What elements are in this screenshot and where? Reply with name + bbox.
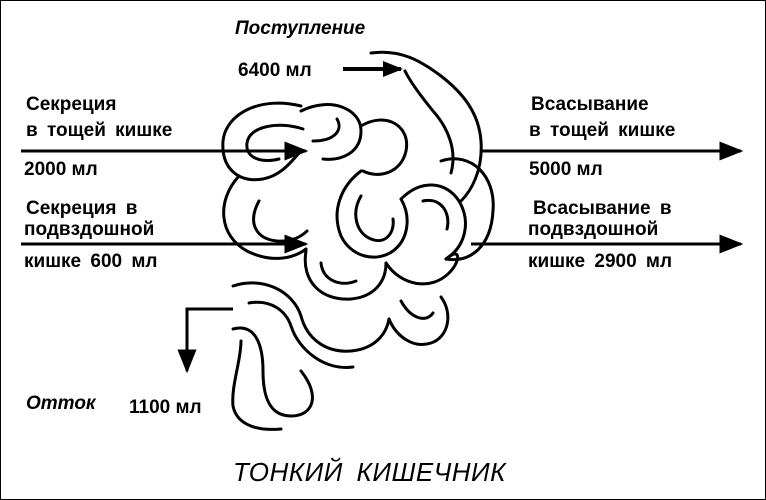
secretion-ileum-line3: кишке 600 мл: [24, 251, 158, 272]
absorption-jejunum-line1: Всасывание: [531, 94, 649, 115]
secretion-ileum-line2: подвздошной: [24, 219, 155, 240]
flow-arrows: [21, 61, 744, 374]
absorption-ileum-line2: подвздошной: [528, 219, 659, 240]
secretion-jejunum-amount: 2000 мл: [24, 159, 98, 180]
secretion-jejunum-line2: в тощей кишке: [26, 120, 173, 141]
secretion-ileum-line1: Секреция в: [26, 198, 138, 219]
page-title: ТОНКИЙ КИШЕЧНИК: [233, 457, 506, 487]
outflow-label: Отток: [26, 393, 96, 414]
absorption-jejunum-amount: 5000 мл: [529, 159, 603, 180]
small-intestine-drawing: [221, 50, 495, 431]
absorption-ileum-line3: кишке 2900 мл: [528, 251, 673, 272]
outflow-amount: 1100 мл: [129, 397, 202, 418]
inflow-label: Поступление: [235, 18, 366, 39]
absorption-jejunum-line2: в тощей кишке: [529, 120, 676, 141]
inflow-amount: 6400 мл: [238, 60, 312, 81]
absorption-ileum-line1: Всасывание в: [533, 198, 672, 219]
outflow-arrow: [177, 307, 233, 374]
secretion-jejunum-line1: Секреция: [26, 94, 117, 115]
